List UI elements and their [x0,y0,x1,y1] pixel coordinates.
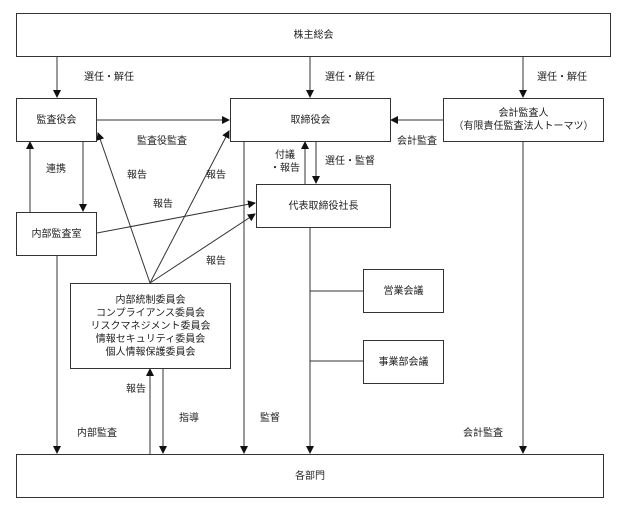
internal-audit-office-box: 内部監査室 [16,212,97,256]
division-meeting-box: 事業部会議 [363,340,444,384]
label-report-internal-president: 報告 [153,199,173,210]
label-report-departments: 報告 [126,384,146,395]
accounting-auditor-box: 会計監査人 （有限責任監査法人トーマツ） [443,98,604,142]
arrow-committees-to-audit-board [96,132,151,284]
arrow-internal-audit-to-president [96,200,256,234]
label-report-committee-president: 報告 [206,256,226,267]
label-report: ・報告 [270,163,300,174]
label-report-committee-board: 報告 [206,170,226,181]
division-meeting-label: 事業部会議 [378,356,429,368]
departments-box: 各部門 [16,454,604,498]
committee-internal-control: 内部統制委員会 [115,294,186,306]
committee-information-security: 情報セキュリティ委員会 [95,333,206,345]
label-guidance: 指導 [179,413,199,424]
president-box: 代表取締役社長 [256,184,391,228]
committee-risk-management: リスクマネジメント委員会 [90,320,211,332]
label-accounting-audit-depts: 会計監査 [463,428,503,439]
label-elect-supervise: 選任・監督 [325,156,375,167]
label-accounting-audit-board: 会計監査 [397,136,437,147]
label-cooperation: 連携 [46,164,66,175]
label-internal-audit-depts: 内部監査 [77,428,117,439]
sales-meeting-label: 営業会議 [383,285,424,297]
audit-board-box: 監査役会 [16,98,97,142]
arrow-committees-to-board [149,130,230,284]
shareholders-meeting-label: 株主総会 [293,29,334,41]
accounting-auditor-label: 会計監査人 [498,108,549,119]
board-of-directors-box: 取締役会 [230,98,391,142]
accounting-auditor-firm-label: （有限責任監査法人トーマツ） [453,121,594,132]
shareholders-meeting-box: 株主総会 [16,13,611,57]
board-of-directors-label: 取締役会 [290,114,331,126]
label-supervision: 監督 [260,413,280,424]
label-propose-report: 付議 ・報告 [270,149,300,175]
label-elect-dismiss-board: 選任・解任 [325,72,375,83]
label-auditor-audit: 監査役監査 [137,136,187,147]
committee-compliance: コンプライアンス委員会 [95,307,206,319]
audit-board-label: 監査役会 [36,114,77,126]
departments-label: 各部門 [295,470,325,482]
sales-meeting-box: 営業会議 [363,269,444,313]
committees-box: 内部統制委員会 コンプライアンス委員会 リスクマネジメント委員会 情報セキュリテ… [70,283,231,369]
committee-personal-information: 個人情報保護委員会 [105,346,196,358]
label-elect-dismiss-auditor: 選任・解任 [537,72,587,83]
president-label: 代表取締役社長 [288,200,359,212]
internal-audit-office-label: 内部監査室 [31,228,82,240]
label-report-committee-audit: 報告 [127,170,147,181]
arrow-committees-to-president [149,213,256,284]
label-elect-dismiss-audit: 選任・解任 [84,72,134,83]
label-propose: 付議 [275,150,295,161]
